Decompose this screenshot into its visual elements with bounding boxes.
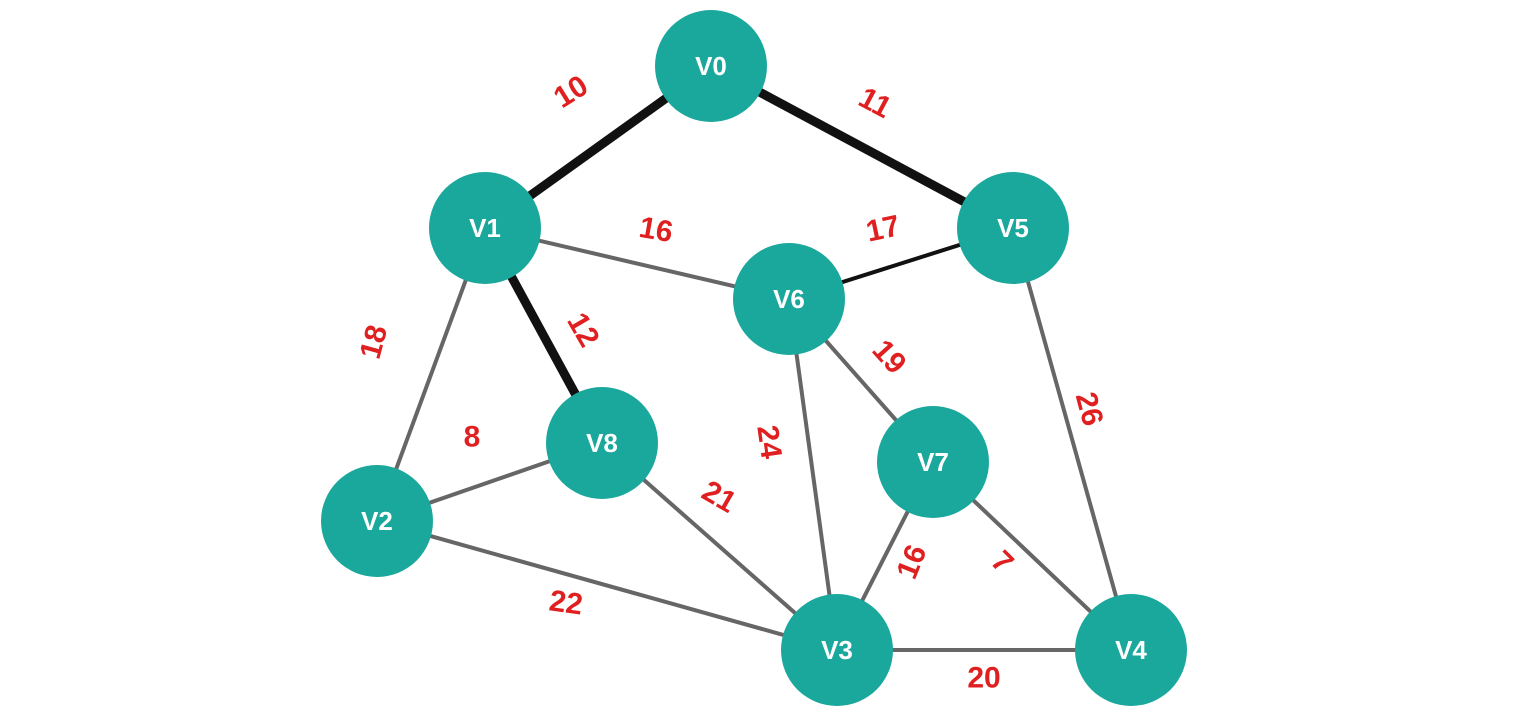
- node-v2: V2: [321, 465, 433, 577]
- weights-layer: 10 11 12 16 17 18 8 19 24 26 21 22 16 7 20: [354, 69, 1110, 694]
- edge-v0-v5: [706, 61, 1018, 233]
- edge-v2-v3: [375, 519, 839, 652]
- node-circle-v0: [655, 10, 767, 122]
- edge-weight-v3-v4: 20: [967, 662, 1000, 695]
- edge-weight-v2-v3: 22: [547, 584, 585, 621]
- node-v4: V4: [1075, 594, 1187, 706]
- node-circle-v4: [1075, 594, 1187, 706]
- node-v7: V7: [877, 406, 989, 518]
- node-circle-v1: [429, 172, 541, 284]
- edge-v6-v3: [787, 297, 839, 652]
- edges-layer: [375, 61, 1133, 652]
- node-label-v6: V6: [773, 284, 805, 314]
- node-v6: V6: [733, 243, 845, 355]
- node-circle-v5: [957, 172, 1069, 284]
- node-circle-v6: [733, 243, 845, 355]
- node-label-v0: V0: [695, 51, 727, 81]
- edge-weight-v7-v4: 7: [984, 544, 1019, 579]
- node-circle-v8: [546, 387, 658, 499]
- edge-weight-v7-v3: 16: [890, 540, 933, 583]
- node-v3: V3: [781, 594, 893, 706]
- node-v0: V0: [655, 10, 767, 122]
- edge-weight-v2-v8: 8: [464, 421, 481, 454]
- node-circle-v2: [321, 465, 433, 577]
- node-label-v8: V8: [586, 428, 618, 458]
- edge-weight-v1-v8: 12: [560, 307, 605, 352]
- edge-v5-v4: [1011, 226, 1133, 652]
- node-label-v1: V1: [469, 213, 501, 243]
- edge-weight-v6-v7: 19: [866, 334, 913, 381]
- edge-weight-v0-v5: 11: [853, 81, 896, 125]
- node-label-v2: V2: [361, 506, 393, 536]
- node-v8: V8: [546, 387, 658, 499]
- node-circle-v3: [781, 594, 893, 706]
- node-v5: V5: [957, 172, 1069, 284]
- edge-weight-v6-v3: 24: [750, 423, 787, 461]
- edge-weight-v0-v1: 10: [548, 69, 594, 115]
- edge-weight-v1-v6: 16: [637, 211, 676, 249]
- edge-weight-v8-v3: 21: [696, 474, 741, 519]
- edge-weight-v6-v5: 17: [863, 209, 903, 248]
- node-label-v5: V5: [997, 213, 1029, 243]
- node-label-v7: V7: [917, 447, 949, 477]
- edge-weight-v1-v2: 18: [354, 322, 395, 363]
- node-v1: V1: [429, 172, 541, 284]
- edge-weight-v5-v4: 26: [1069, 389, 1110, 430]
- node-circle-v7: [877, 406, 989, 518]
- node-label-v4: V4: [1115, 635, 1147, 665]
- node-label-v3: V3: [821, 635, 853, 665]
